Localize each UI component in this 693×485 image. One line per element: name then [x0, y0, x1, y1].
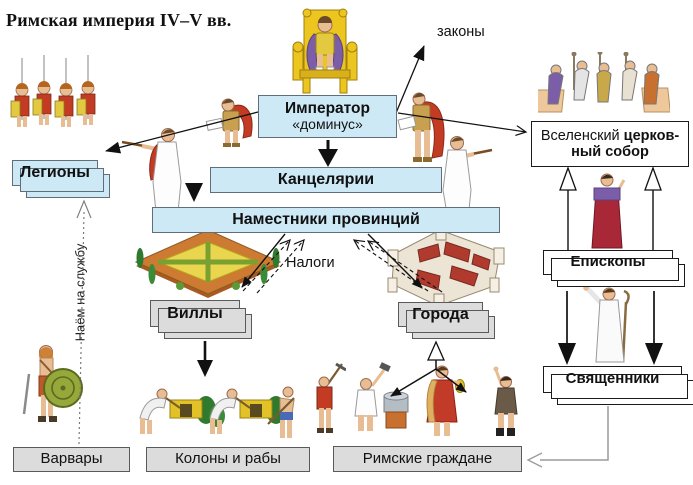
- cities-tax-arrow-2: [368, 241, 443, 293]
- legionaries-icon: [10, 55, 96, 127]
- priests-to-citizens-arrow: [526, 406, 609, 468]
- to-governors-arrowhead: [185, 183, 203, 202]
- emperor-box: Император «доминус»: [258, 95, 397, 138]
- diagram-title: Римская империя IV–V вв.: [6, 10, 232, 30]
- roman-citizens-box: Римские граждане: [333, 446, 522, 472]
- church-council-line1: Вселенский церков-: [540, 127, 680, 144]
- governors-box-label: Наместники провинций: [232, 211, 420, 229]
- emperor-box-title: Император: [284, 99, 370, 117]
- citizens-to-cities-arrow: [426, 340, 446, 369]
- bishops-to-council-arrow-left: [559, 166, 577, 250]
- scribe-right-icon: [397, 92, 445, 162]
- governors-to-cities-arrow: [367, 233, 423, 289]
- laws-label: законы: [437, 24, 485, 40]
- church-council-line2: ный собор: [571, 144, 649, 160]
- cities-box: Города: [398, 302, 495, 339]
- emperor-throne-icon: [292, 8, 358, 94]
- emperor-to-legions-arrow: [105, 111, 259, 154]
- villas-box-label: Виллы: [167, 304, 223, 322]
- villas-tax-arrow-2: [256, 240, 304, 294]
- cities-to-citizens-arrow-right: [435, 368, 467, 393]
- villas-tax-arrow-1: [242, 240, 290, 292]
- chancery-box-label: Канцелярии: [277, 171, 375, 189]
- bishop-icon: [591, 173, 626, 249]
- church-council-icon: [538, 52, 670, 113]
- cities-box-label: Города: [412, 305, 469, 323]
- colons-slaves-box: Колоны и рабы: [146, 447, 310, 472]
- priests-box-label: Священники: [565, 370, 660, 388]
- bishops-to-council-arrow-right: [644, 166, 662, 250]
- roman-citizens-icon: [354, 362, 518, 436]
- villas-box: Виллы: [150, 300, 252, 339]
- governors-box: Наместники провинций: [152, 207, 500, 233]
- chancery-box: Канцелярии: [210, 167, 442, 193]
- bishops-box: Епископы: [543, 250, 685, 287]
- bishops-to-priests-arrow-left: [558, 291, 576, 365]
- colons-slaves-box-label: Колоны и рабы: [175, 450, 281, 468]
- villas-to-colons-arrow: [197, 341, 213, 377]
- roman-citizens-box-label: Римские граждане: [362, 449, 493, 467]
- church-council-box: Вселенский церков- ный собор: [531, 121, 689, 167]
- emperor-box-subtitle: «доминус»: [292, 116, 363, 133]
- peasants-icon: [139, 362, 346, 438]
- taxes-label: Налоги: [286, 255, 335, 271]
- emperor-to-chancery-arrow: [318, 140, 338, 167]
- cities-tax-arrow-1: [354, 240, 429, 292]
- bishops-to-priests-arrow-right: [645, 291, 663, 365]
- scribe-left-icon: [205, 98, 253, 147]
- laws-arrow: [395, 45, 425, 114]
- barbarians-hire-arrow: [76, 199, 92, 445]
- priest-icon: [583, 285, 630, 363]
- priests-box: Священники: [543, 366, 693, 405]
- barbarians-box-label: Варвары: [40, 450, 103, 468]
- governors-to-villas-arrow: [241, 233, 286, 288]
- orator-left-icon: [121, 128, 182, 216]
- cities-to-citizens-arrow-left: [390, 368, 437, 397]
- barbarian-icon: [22, 345, 83, 422]
- legions-box: Легионы: [12, 160, 110, 198]
- legions-box-label: Легионы: [20, 164, 90, 182]
- barbarians-box: Варвары: [13, 447, 130, 472]
- emperor-to-council-arrow: [397, 112, 526, 132]
- bishops-box-label: Епископы: [570, 253, 646, 271]
